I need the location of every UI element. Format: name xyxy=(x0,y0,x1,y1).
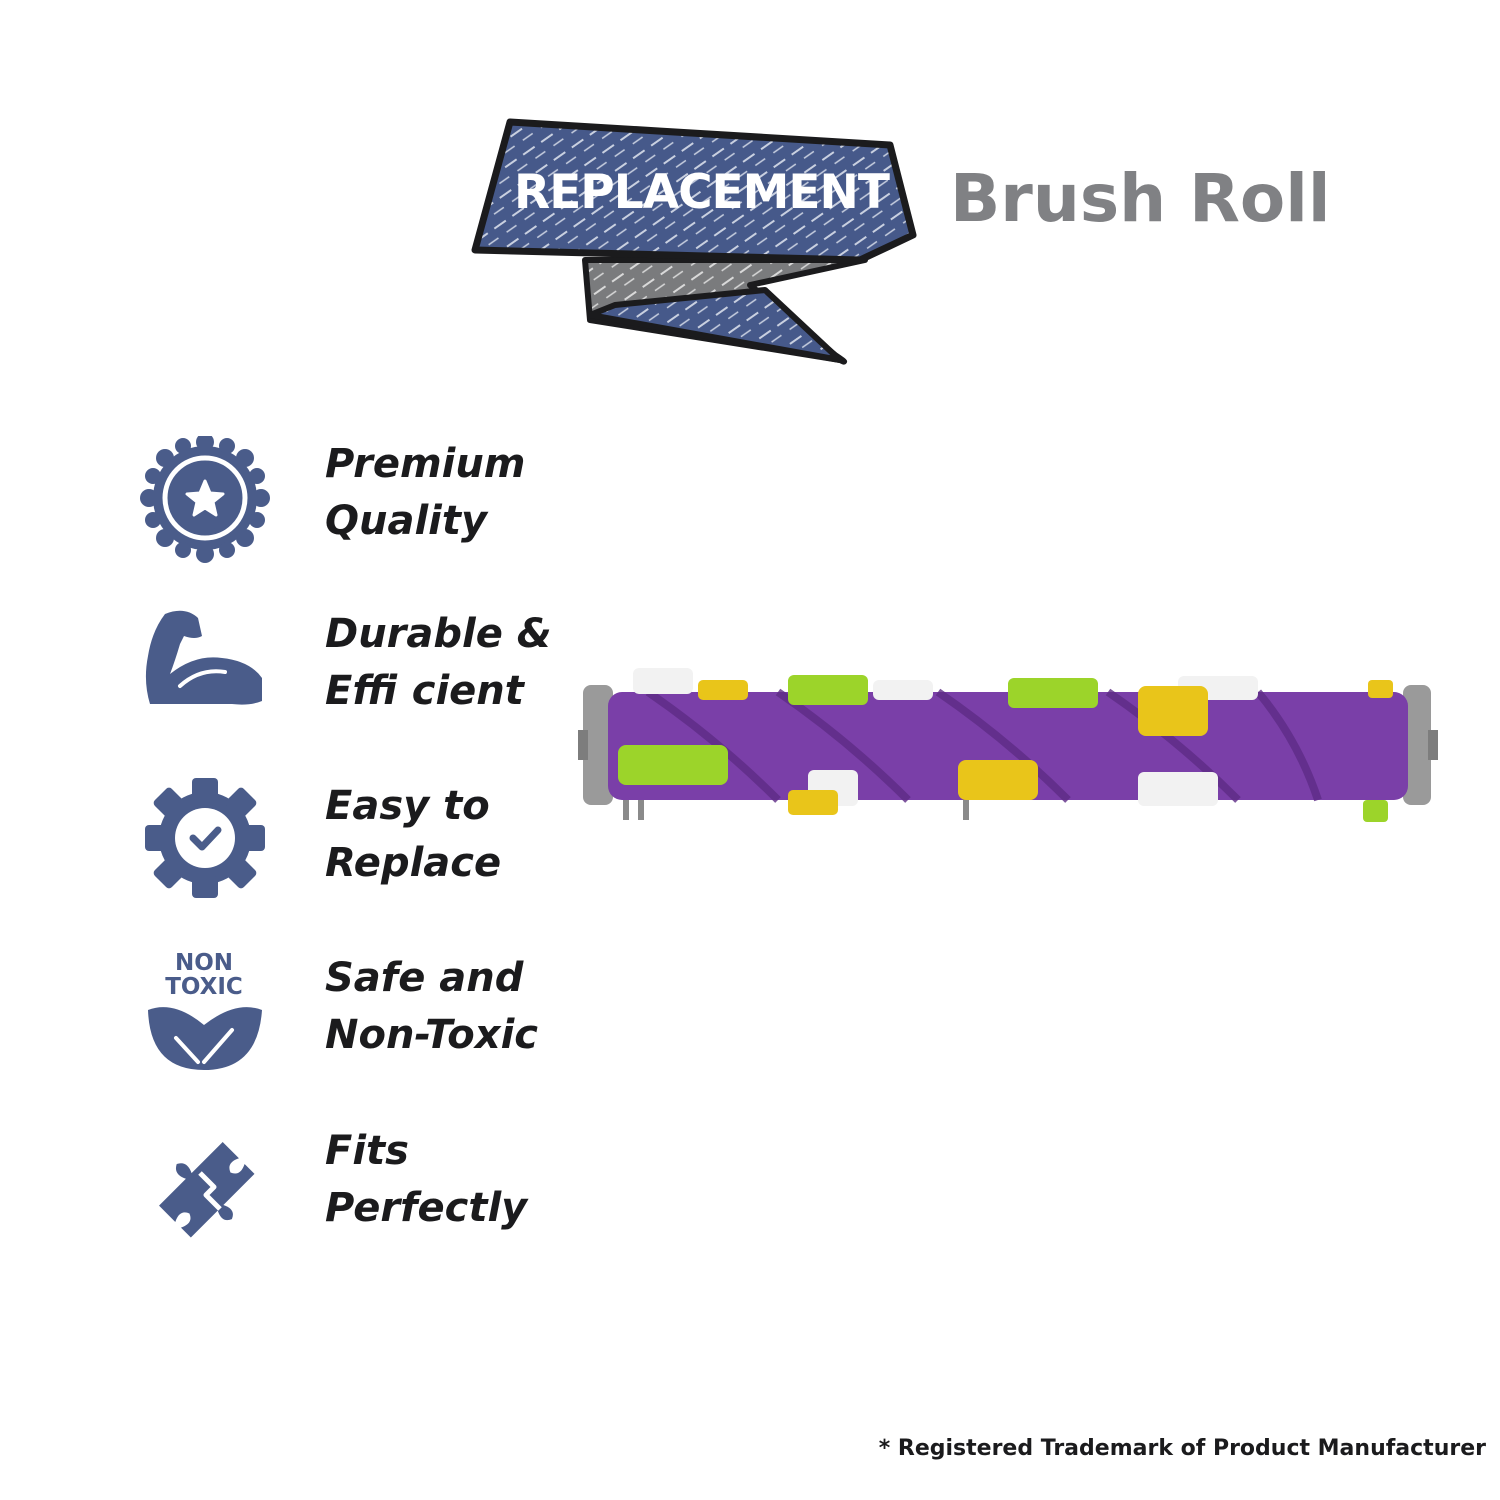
flexed-arm-icon xyxy=(145,610,262,705)
feature-label: Durable & Effi cient xyxy=(325,606,625,720)
feature-line-2: Replace xyxy=(325,840,502,886)
page-title: Brush Roll xyxy=(950,160,1331,237)
feature-durable-efficient: Durable & Effi cient xyxy=(140,606,610,736)
feature-line-2: Perfectly xyxy=(325,1185,528,1231)
badge-star-icon xyxy=(140,436,270,563)
feature-line-2: Quality xyxy=(325,498,488,544)
feature-label: Easy to Replace xyxy=(325,778,625,892)
feature-safe-non-toxic: NON TOXIC Safe and Non-Toxic xyxy=(140,950,610,1080)
banner-label: REPLACEMENT xyxy=(514,165,890,220)
puzzle-piece-icon xyxy=(159,1142,255,1238)
feature-line-2: Non-Toxic xyxy=(325,1012,538,1058)
feature-line-1: Safe and xyxy=(325,955,524,1001)
brush-roll-image xyxy=(578,668,1438,822)
feature-line-1: Premium xyxy=(325,441,526,487)
gear-check-icon xyxy=(145,778,265,898)
feature-label: Fits Perfectly xyxy=(325,1123,625,1237)
feature-line-1: Durable & xyxy=(325,611,552,657)
non-text: NON xyxy=(175,950,233,976)
non-toxic-leaf-icon: NON TOXIC xyxy=(148,950,262,1070)
feature-easy-to-replace: Easy to Replace xyxy=(140,778,610,908)
feature-line-1: Fits xyxy=(325,1128,409,1174)
trademark-footnote: * Registered Trademark of Product Manufa… xyxy=(878,1436,1486,1461)
feature-line-2: Effi cient xyxy=(325,668,524,714)
feature-line-1: Easy to xyxy=(325,783,490,829)
feature-label: Safe and Non-Toxic xyxy=(325,950,625,1064)
replacement-banner xyxy=(471,118,917,365)
feature-label: Premium Quality xyxy=(325,436,625,550)
feature-premium-quality: Premium Quality xyxy=(140,436,610,566)
toxic-text: TOXIC xyxy=(165,974,243,1000)
feature-fits-perfectly: Fits Perfectly xyxy=(140,1123,610,1253)
